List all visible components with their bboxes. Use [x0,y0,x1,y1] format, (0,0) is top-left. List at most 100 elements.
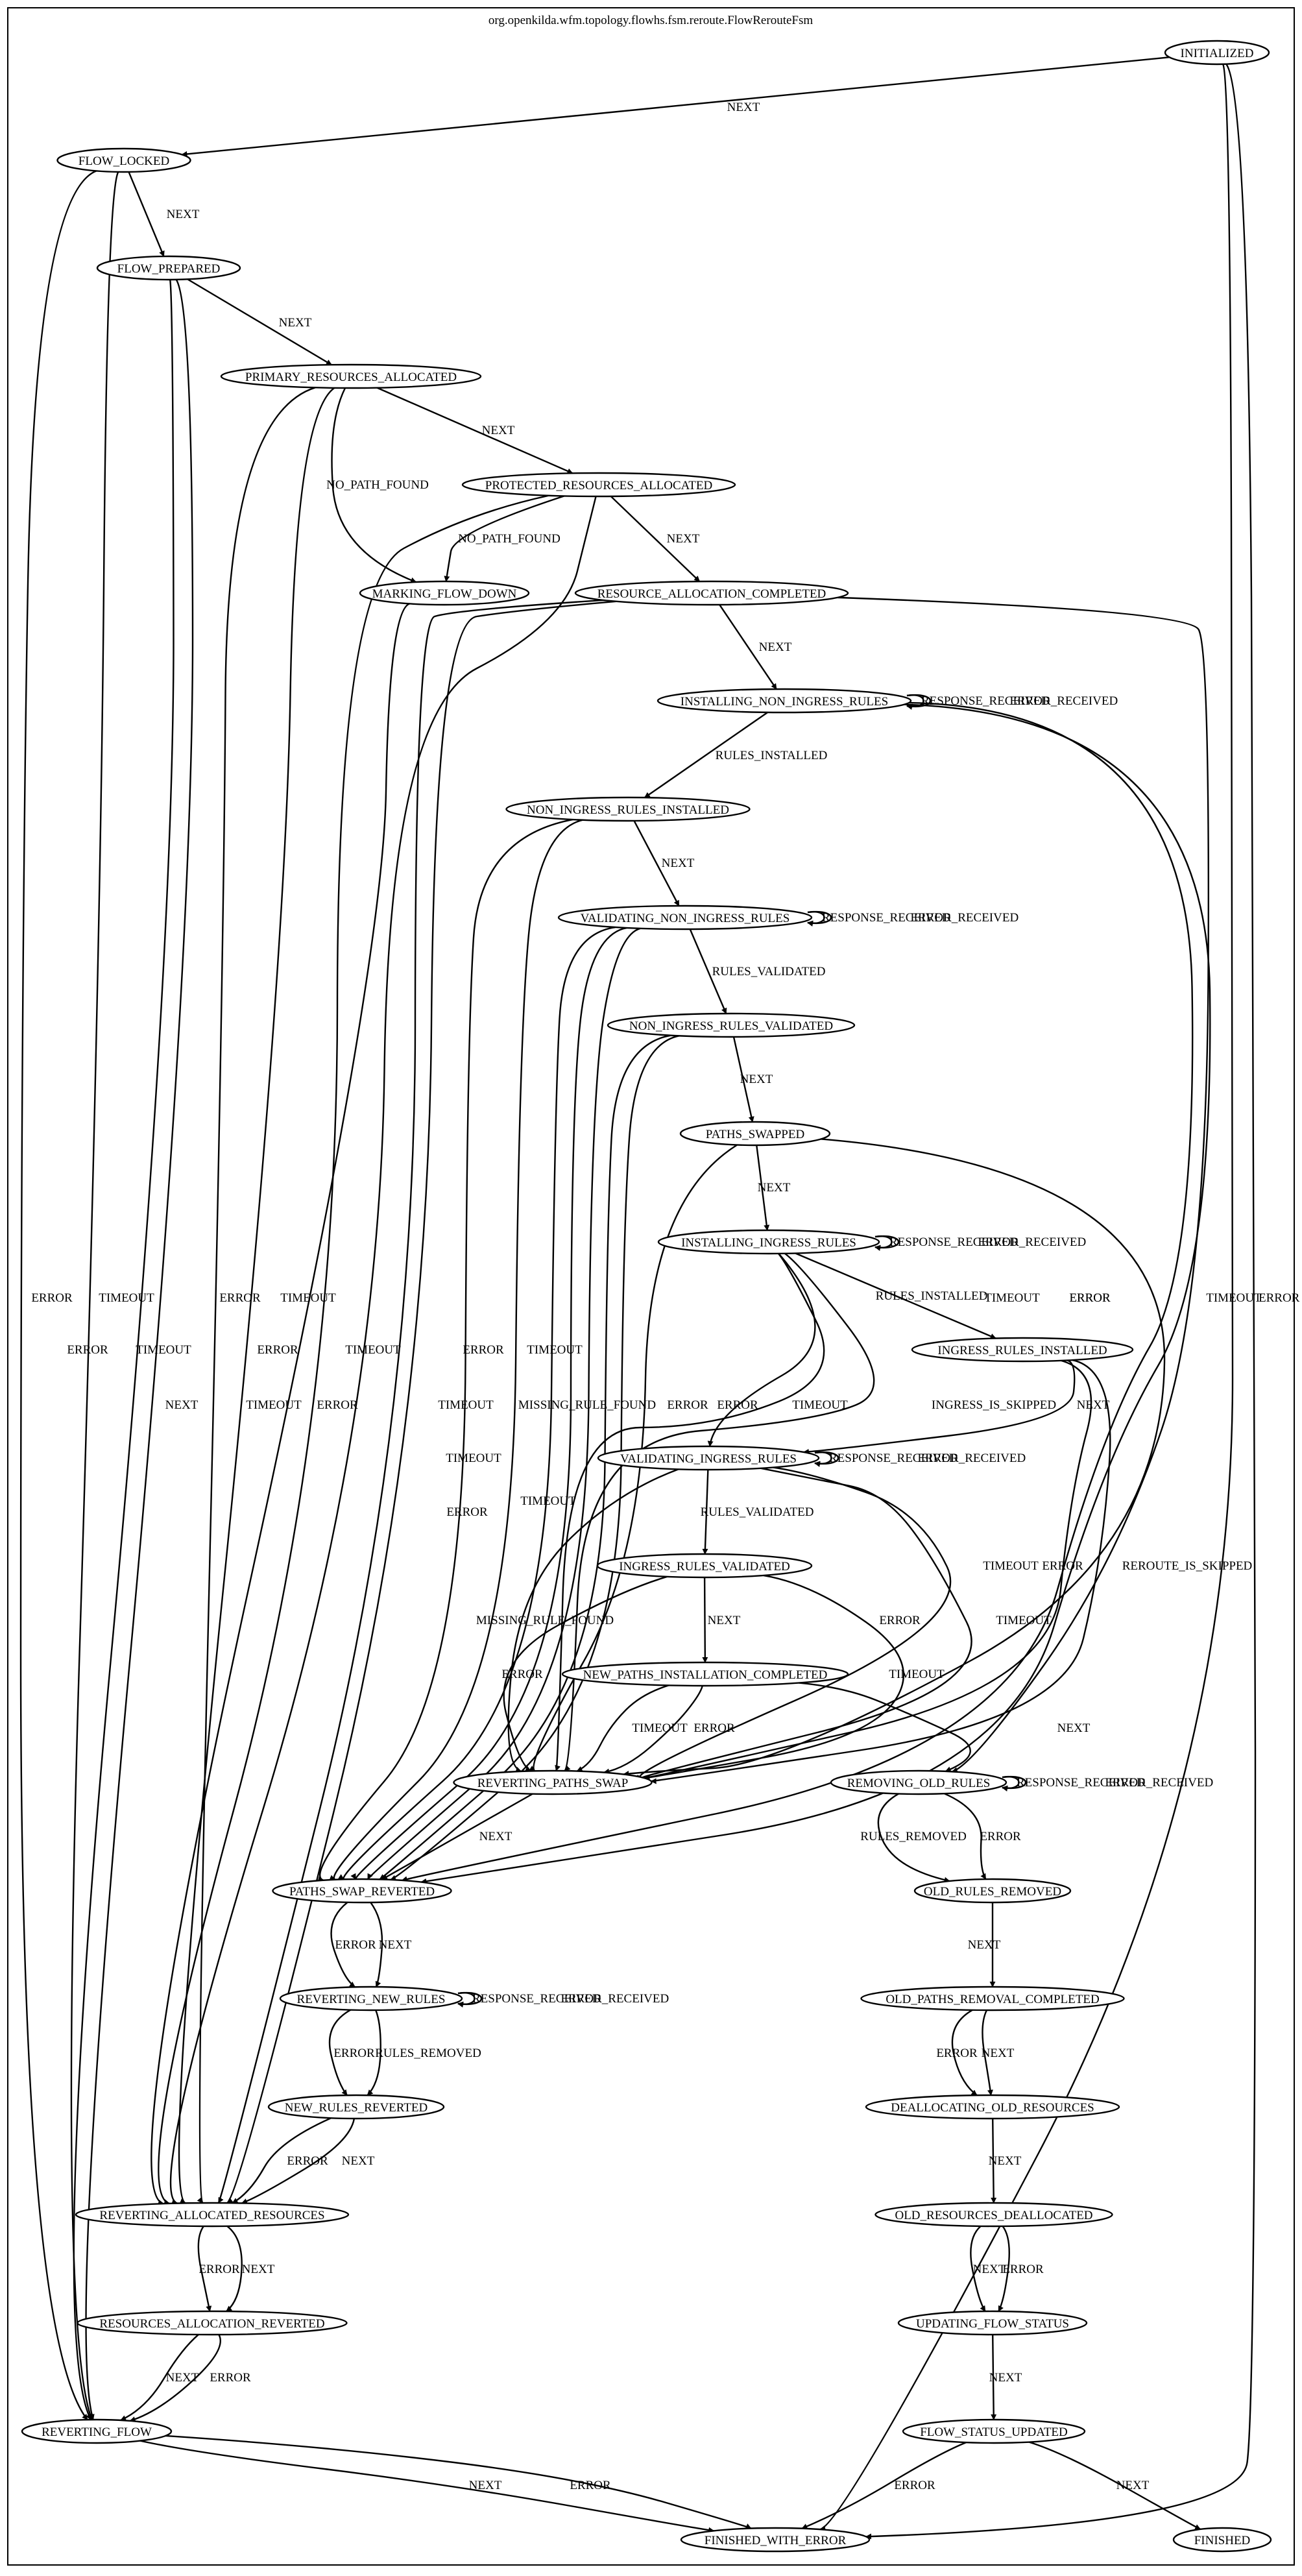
state-label: FLOW_PREPARED [117,262,221,276]
state-label: UPDATING_FLOW_STATUS [916,2317,1069,2331]
state-ellipse [272,1878,452,1904]
state-node-installing-ingress-rules: INSTALLING_INGRESS_RULES [657,1229,880,1255]
edge-label-timeout: TIMEOUT [889,1668,945,1681]
edge-label-next: NEXT [758,1181,791,1195]
state-label: OLD_RESOURCES_DEALLOCATED [895,2209,1092,2222]
edge-label-error: ERROR [501,1668,543,1681]
edge-label-error: ERROR [463,1343,504,1357]
state-ellipse [874,2202,1113,2228]
edge-label-next: NEXT [279,316,312,330]
edge-non-ingress-rules-installed-to-validating-non-ingress-rules-next [633,820,680,906]
state-label: INSTALLING_INGRESS_RULES [681,1236,856,1250]
state-node-validating-ingress-rules: VALIDATING_INGRESS_RULES [597,1445,820,1471]
edge-label-next: NEXT [989,2371,1022,2385]
edge-label-error: ERROR [335,1938,376,1952]
edge-resource-allocation-completed-to-reverting-allocated-resources-error [217,599,604,2204]
edge-label-response-received: RESPONSE_RECEIVED [889,1235,1018,1249]
edge-label-error: ERROR [570,2479,611,2492]
state-node-flow-locked: FLOW_LOCKED [56,147,191,173]
state-ellipse [453,1769,653,1795]
edge-label-error: ERROR [894,2479,935,2492]
edge-installing-ingress-rules-to-ingress-rules-installed-rules-installed [795,1252,996,1339]
edge-label-response-received: RESPONSE_RECEIVED [472,1992,601,2006]
state-ellipse [865,2094,1120,2120]
edge-protected-resources-allocated-to-marking-flow-down-no-path-found [444,495,565,582]
edge-label-next: NEXT [342,2154,375,2168]
state-node-finished: FINISHED [1172,2527,1272,2553]
edge-label-next: NEXT [1116,2479,1150,2492]
state-ellipse [1164,40,1270,66]
edge-protected-resources-allocated-to-reverting-allocated-resources-timeout [169,496,597,2205]
state-node-reverting-allocated-resources: REVERTING_ALLOCATED_RESOURCES [75,2202,350,2228]
state-label: REMOVING_OLD_RULES [847,1777,991,1790]
edge-reverting-paths-swap-to-paths-swap-reverted-next [381,1793,533,1880]
state-ellipse [77,2310,348,2336]
state-label: FINISHED [1194,2534,1251,2547]
edge-label-timeout: TIMEOUT [99,1291,154,1305]
edge-resources-allocation-reverted-to-reverting-flow-next [120,2333,199,2422]
edge-label-error: ERROR [667,1398,708,1412]
edge-label-error: ERROR [317,1398,358,1412]
state-node-primary-resources-allocated: PRIMARY_RESOURCES_ALLOCATED [220,363,482,389]
edge-reverting-flow-to-finished-with-error-next [139,2440,715,2533]
edge-label-timeout: TIMEOUT [446,1452,501,1465]
state-label: FINISHED_WITH_ERROR [705,2534,847,2547]
state-node-non-ingress-rules-validated: NON_INGRESS_RULES_VALIDATED [607,1012,856,1038]
edge-initialized-to-flow-locked-next [181,56,1170,157]
edge-new-rules-reverted-to-reverting-allocated-resources-next [241,2118,356,2204]
edge-label-next: NEXT [667,532,700,546]
state-ellipse [574,580,849,606]
edge-resource-allocation-completed-to-reverting-allocated-resources-timeout [226,600,617,2204]
edge-label-rules-validated: RULES_VALIDATED [701,1505,814,1519]
edge-removing-old-rules-to-old-rules-removed-rules-removed [877,1793,950,1883]
state-node-flow-prepared: FLOW_PREPARED [96,255,241,281]
edge-label-error-received: ERROR_RECEIVED [917,1452,1026,1465]
edge-label-error: ERROR [1002,2263,1044,2276]
nodes-layer: INITIALIZEDFLOW_LOCKEDFLOW_PREPAREDPRIMA… [21,40,1272,2553]
state-ellipse [56,147,191,173]
edge-non-ingress-rules-installed-to-paths-swap-reverted-error [317,818,573,1882]
edge-label-no-path-found: NO_PATH_FOUND [458,532,561,546]
state-label: PRIMARY_RESOURCES_ALLOCATED [245,371,457,384]
state-node-old-rules-removed: OLD_RULES_REMOVED [913,1878,1072,1904]
state-label: REVERTING_PATHS_SWAP [477,1777,629,1790]
edge-label-rules-validated: RULES_VALIDATED [712,965,826,978]
edge-label-next: NEXT [727,101,760,114]
state-ellipse [830,1769,1007,1795]
edge-label-next: NEXT [968,1938,1001,1952]
state-label: REVERTING_NEW_RULES [297,1993,446,2006]
edge-label-next: NEXT [662,857,695,870]
state-node-finished-with-error: FINISHED_WITH_ERROR [680,2527,871,2553]
edge-label-timeout: TIMEOUT [984,1291,1040,1305]
edge-label-error-received: ERROR_RECEIVED [561,1992,669,2006]
edge-ingress-rules-validated-to-reverting-paths-swap-timeout [644,1574,904,1781]
edge-ingress-rules-validated-to-reverting-paths-swap-error [503,1575,668,1772]
state-label: INGRESS_RULES_VALIDATED [619,1560,790,1574]
state-node-flow-status-updated: FLOW_STATUS_UPDATED [902,2418,1086,2444]
edge-label-timeout: TIMEOUT [345,1343,401,1357]
edge-flow-locked-to-flow-prepared-next [128,171,165,257]
edge-label-error: ERROR [67,1343,108,1357]
edge-label-timeout: TIMEOUT [632,1721,688,1735]
edge-reverting-new-rules-to-reverting-new-rules-error-received [457,1991,483,2008]
edge-paths-swapped-to-installing-ingress-rules-next [756,1145,770,1231]
edge-label-error-received: ERROR_RECEIVED [1009,694,1118,708]
edge-label-response-received: RESPONSE_RECEIVED [822,911,950,925]
state-node-new-rules-reverted: NEW_RULES_REVERTED [267,2094,445,2120]
state-ellipse [680,2527,871,2553]
edge-flow-prepared-to-primary-resources-allocated-next [187,278,332,366]
edge-protected-resources-allocated-to-reverting-allocated-resources-error [158,494,549,2205]
edge-installing-ingress-rules-to-reverting-paths-swap-timeout [555,1253,825,1771]
edge-label-error-received: ERROR_RECEIVED [910,911,1019,925]
edge-flow-prepared-to-reverting-flow-timeout [85,279,194,2420]
edge-protected-resources-allocated-to-resource-allocation-completed-next [610,496,701,582]
edge-label-error: ERROR [693,1721,735,1735]
edge-removing-old-rules-to-old-rules-removed-error [944,1793,987,1880]
state-node-reverting-paths-swap: REVERTING_PATHS_SWAP [453,1769,653,1795]
state-node-paths-swapped: PATHS_SWAPPED [679,1121,831,1147]
edge-non-ingress-rules-installed-to-paths-swap-reverted-timeout [329,819,583,1880]
state-ellipse [75,2202,350,2228]
edge-flow-locked-to-reverting-flow-error [19,170,97,2420]
state-label: RESOURCE_ALLOCATION_COMPLETED [597,587,826,601]
edge-old-paths-removal-completed-to-deallocating-old-resources-next [982,2010,993,2096]
